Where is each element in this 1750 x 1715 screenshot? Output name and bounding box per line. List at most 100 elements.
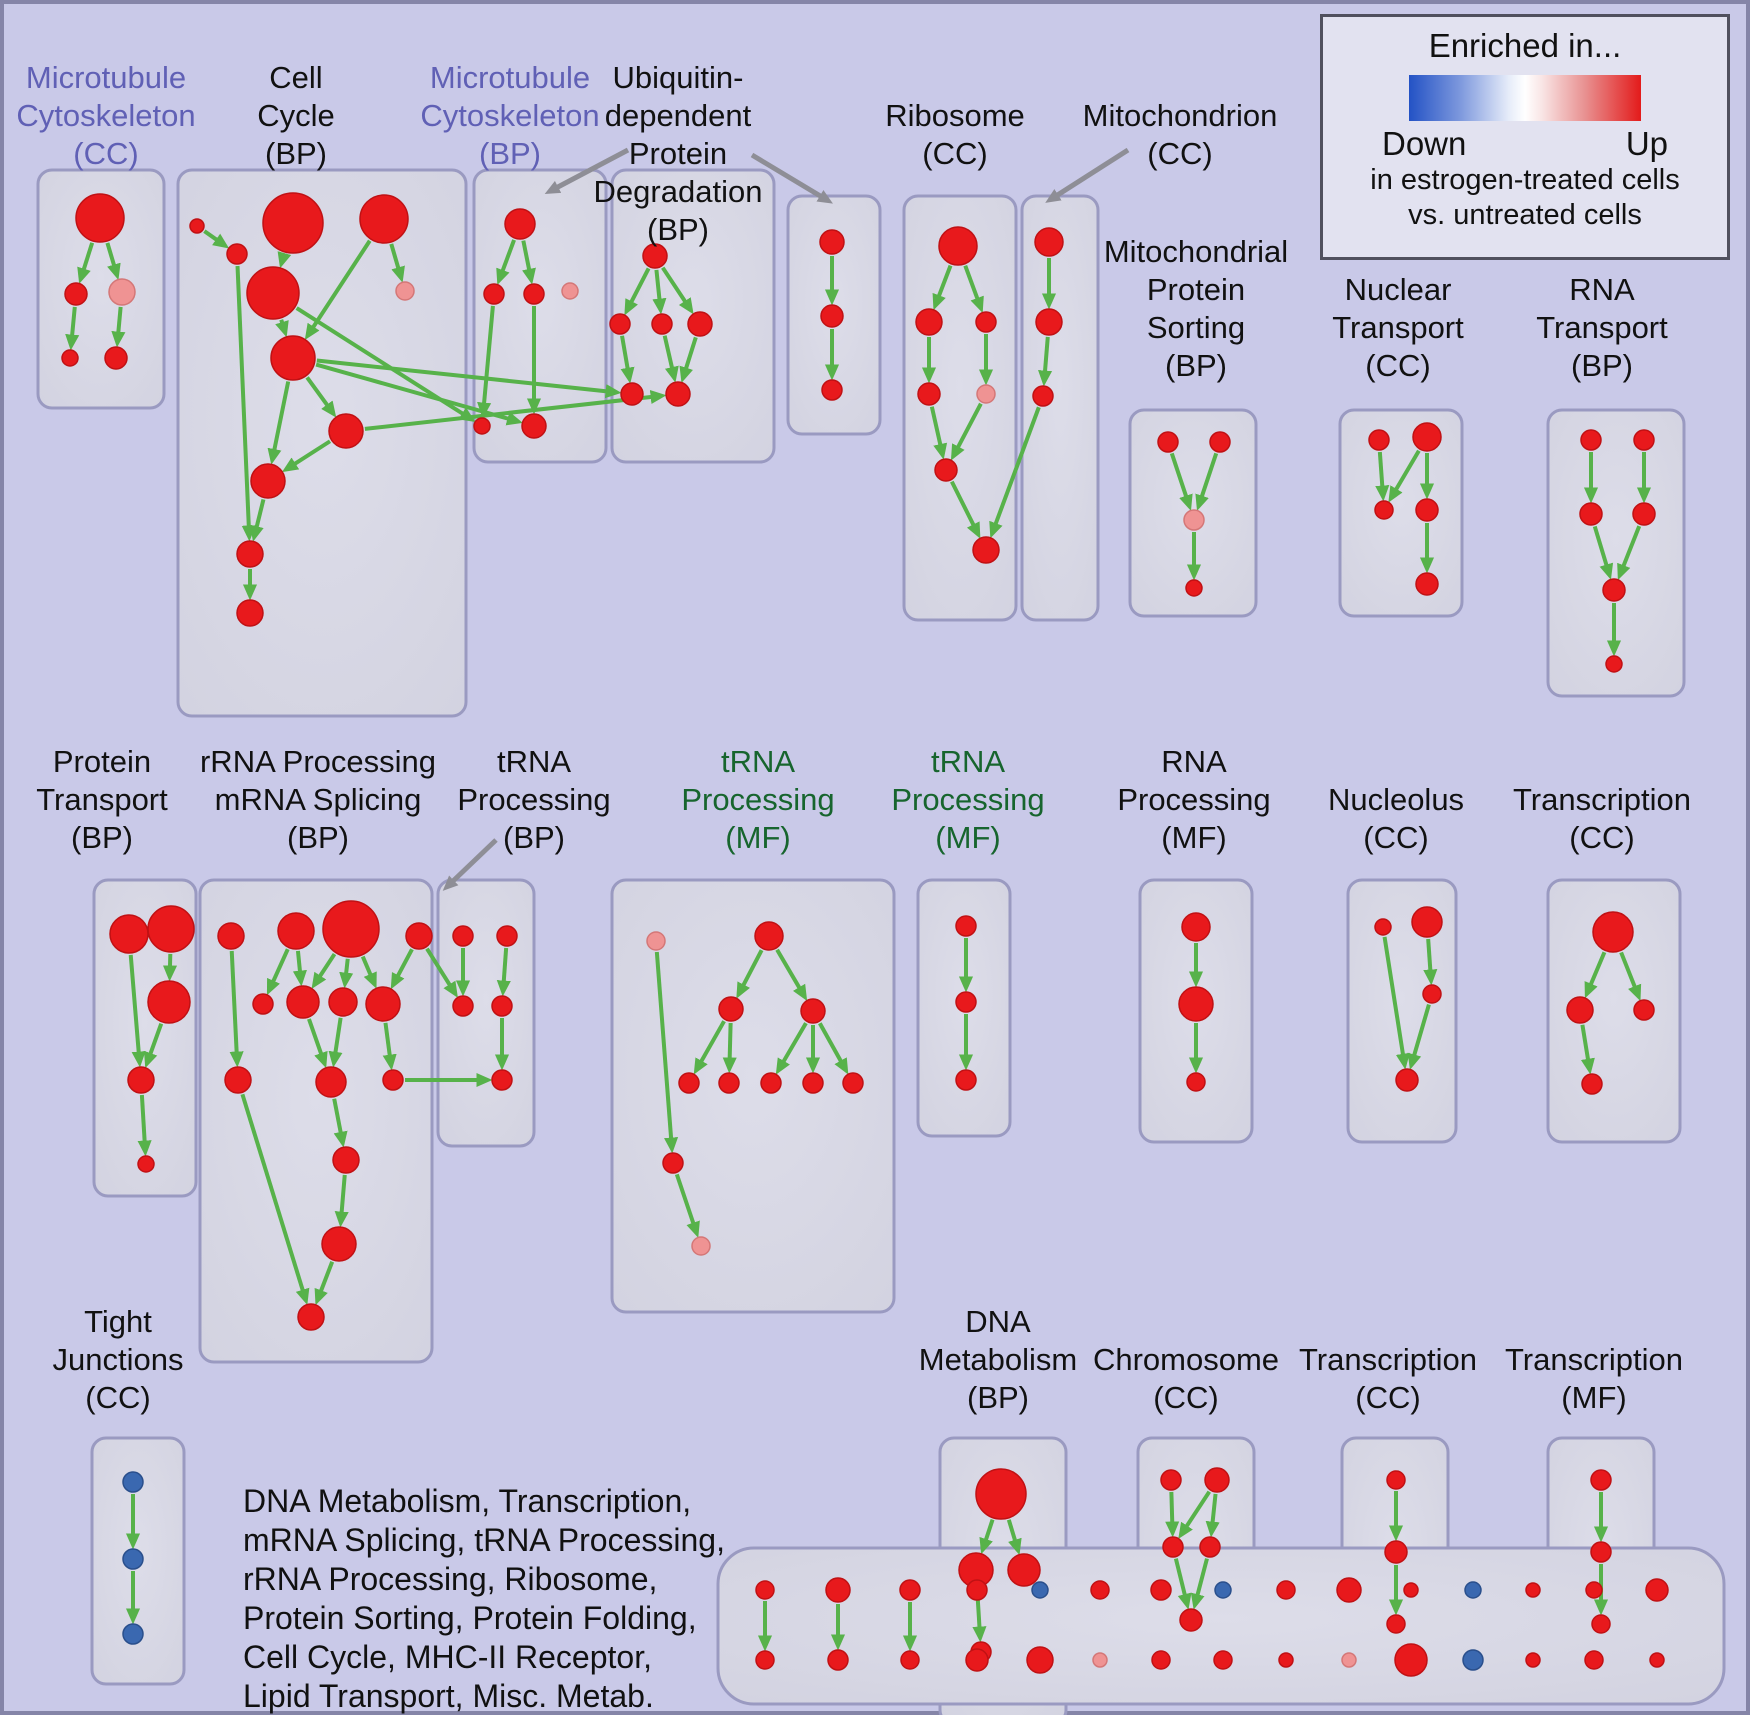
edge-arrow — [360, 955, 377, 989]
misc-cluster-node-23 — [1278, 1652, 1294, 1668]
nucleolus-cc-node-0 — [1374, 918, 1392, 936]
misc-cluster-node-14 — [1645, 1578, 1669, 1602]
misc-cluster-node-13 — [1585, 1581, 1603, 1599]
misc-cluster-node-2 — [899, 1579, 921, 1601]
rrna-processing-mrna-splicing-bp-node-11 — [332, 1146, 360, 1174]
rrna-processing-mrna-splicing-bp-node-1 — [277, 912, 315, 950]
edge-arrow — [1169, 452, 1193, 511]
mitochondrion-cc-node-2 — [1032, 385, 1054, 407]
edge-arrow — [950, 402, 983, 461]
ribosome-cc-node-0 — [938, 226, 978, 266]
edge-arrow — [334, 1174, 349, 1228]
transcription-cc-2: Transcription(CC) — [1299, 1342, 1477, 1634]
microtubule-cytoskeleton-cc-node-0 — [75, 193, 125, 243]
rrna-processing-mrna-splicing-bp-node-3 — [405, 922, 433, 950]
edge-arrow — [111, 306, 126, 348]
rna-transport-bp-node-5 — [1605, 655, 1623, 673]
dna-metabolism-bp-node-0 — [975, 1468, 1027, 1520]
trna-processing-mf-1-node-3 — [800, 998, 826, 1024]
edge-arrow — [332, 1098, 348, 1148]
rna-transport-bp-node-2 — [1579, 502, 1603, 526]
mitochondrion-cc-label: Mitochondrion(CC) — [1083, 98, 1278, 171]
edge-arrow — [128, 954, 146, 1068]
transcription-mf-label: Transcription(MF) — [1505, 1342, 1683, 1415]
cell-cycle-bp-node-5 — [395, 281, 415, 301]
trna-processing-mf-1-node-5 — [718, 1072, 740, 1094]
nuclear-transport-cc-node-4 — [1415, 572, 1439, 596]
misc-cluster-node-28 — [1584, 1650, 1604, 1670]
trna-processing-bp-node-1 — [496, 925, 518, 947]
trna-processing-bp-node-3 — [491, 995, 513, 1017]
edge-arrow — [77, 242, 95, 284]
ubiquitin-degradation-bp-right-node-1 — [820, 304, 844, 328]
trna-processing-mf-1-node-10 — [691, 1236, 711, 1256]
transcription-cc-2-node-1 — [1384, 1540, 1408, 1564]
ubiquitin-degradation-bp-right — [819, 229, 845, 401]
edge-arrow — [311, 952, 337, 989]
edge-arrow — [736, 949, 764, 999]
cell-cycle-bp-node-4 — [246, 266, 300, 320]
trna-processing-bp-node-4 — [491, 1069, 513, 1091]
ubiquitin-degradation-bp-right-node-2 — [821, 379, 843, 401]
trna-processing-mf-1-node-9 — [662, 1152, 684, 1174]
edge-arrow — [339, 958, 354, 989]
ubiquitin-degradation-bp-node-1 — [609, 313, 631, 335]
rrna-processing-mrna-splicing-bp-node-7 — [365, 986, 401, 1022]
protein-transport-bp-node-0 — [109, 914, 149, 954]
edge-arrow — [1205, 1493, 1220, 1538]
edge-arrow — [266, 948, 290, 996]
microtubule-cytoskeleton-bp-node-5 — [521, 413, 547, 439]
rna-transport-bp-node-3 — [1632, 502, 1656, 526]
transcription-cc-1-label: Transcription(CC) — [1513, 782, 1691, 855]
callout-arrow — [1045, 147, 1130, 203]
rrna-processing-mrna-splicing-bp-node-8 — [224, 1066, 252, 1094]
edge-arrow — [1592, 525, 1614, 580]
edge-arrow — [1617, 525, 1642, 581]
edge-arrow — [295, 306, 476, 422]
misc-cluster-node-29 — [1649, 1652, 1665, 1668]
edge-arrow — [137, 1094, 152, 1157]
misc-cluster-node-21 — [1151, 1650, 1171, 1670]
legend-gradient-bar — [1409, 75, 1641, 121]
cell-cycle-bp-box — [176, 168, 468, 718]
tight-junctions-cc-node-0 — [122, 1471, 144, 1493]
edge-arrow — [105, 242, 121, 280]
legend-subtitle-line1: in estrogen-treated cells — [1370, 164, 1680, 196]
edge-arrow — [1038, 336, 1053, 387]
misc-cluster-node-6 — [1150, 1579, 1172, 1601]
edge-arrow — [722, 1022, 737, 1074]
callout-arrow — [750, 152, 833, 204]
rrna-processing-mrna-splicing-bp-node-0 — [217, 922, 245, 950]
microtubule-cytoskeleton-cc-node-2 — [108, 278, 136, 306]
transcription-mf-node-2 — [1591, 1614, 1611, 1634]
chromosome-cc-label: Chromosome(CC) — [1093, 1342, 1279, 1415]
transcription-cc-1-node-2 — [1633, 999, 1655, 1021]
edge-arrow — [314, 1261, 335, 1306]
edge-arrow — [1382, 936, 1410, 1070]
rrna-processing-mrna-splicing-bp-node-10 — [382, 1069, 404, 1091]
edge-arrow — [1423, 938, 1438, 986]
transcription-cc-1-node-0 — [1592, 911, 1634, 953]
edge-arrow — [1178, 1490, 1211, 1540]
edge-arrow — [674, 1173, 700, 1238]
legend-title: Enriched in... — [1428, 27, 1622, 64]
edge-arrow — [775, 1022, 808, 1075]
cell-cycle-bp-node-10 — [236, 599, 264, 627]
edge-arrow — [425, 947, 458, 998]
misc-cluster-node-20 — [1092, 1652, 1108, 1668]
rrna-processing-mrna-splicing-bp-node-2 — [322, 900, 380, 958]
chromosome-cc-node-3 — [1199, 1536, 1221, 1558]
ribosome-cc-node-2 — [975, 311, 997, 333]
mitochondrion-cc-box — [1020, 194, 1100, 622]
cell-cycle-bp-node-1 — [226, 243, 248, 265]
edge-arrow — [229, 950, 244, 1068]
ubiquitin-degradation-bp-node-4 — [620, 382, 644, 406]
edge-arrow — [1173, 1558, 1192, 1610]
trna-processing-mf-1-node-1 — [754, 921, 784, 951]
